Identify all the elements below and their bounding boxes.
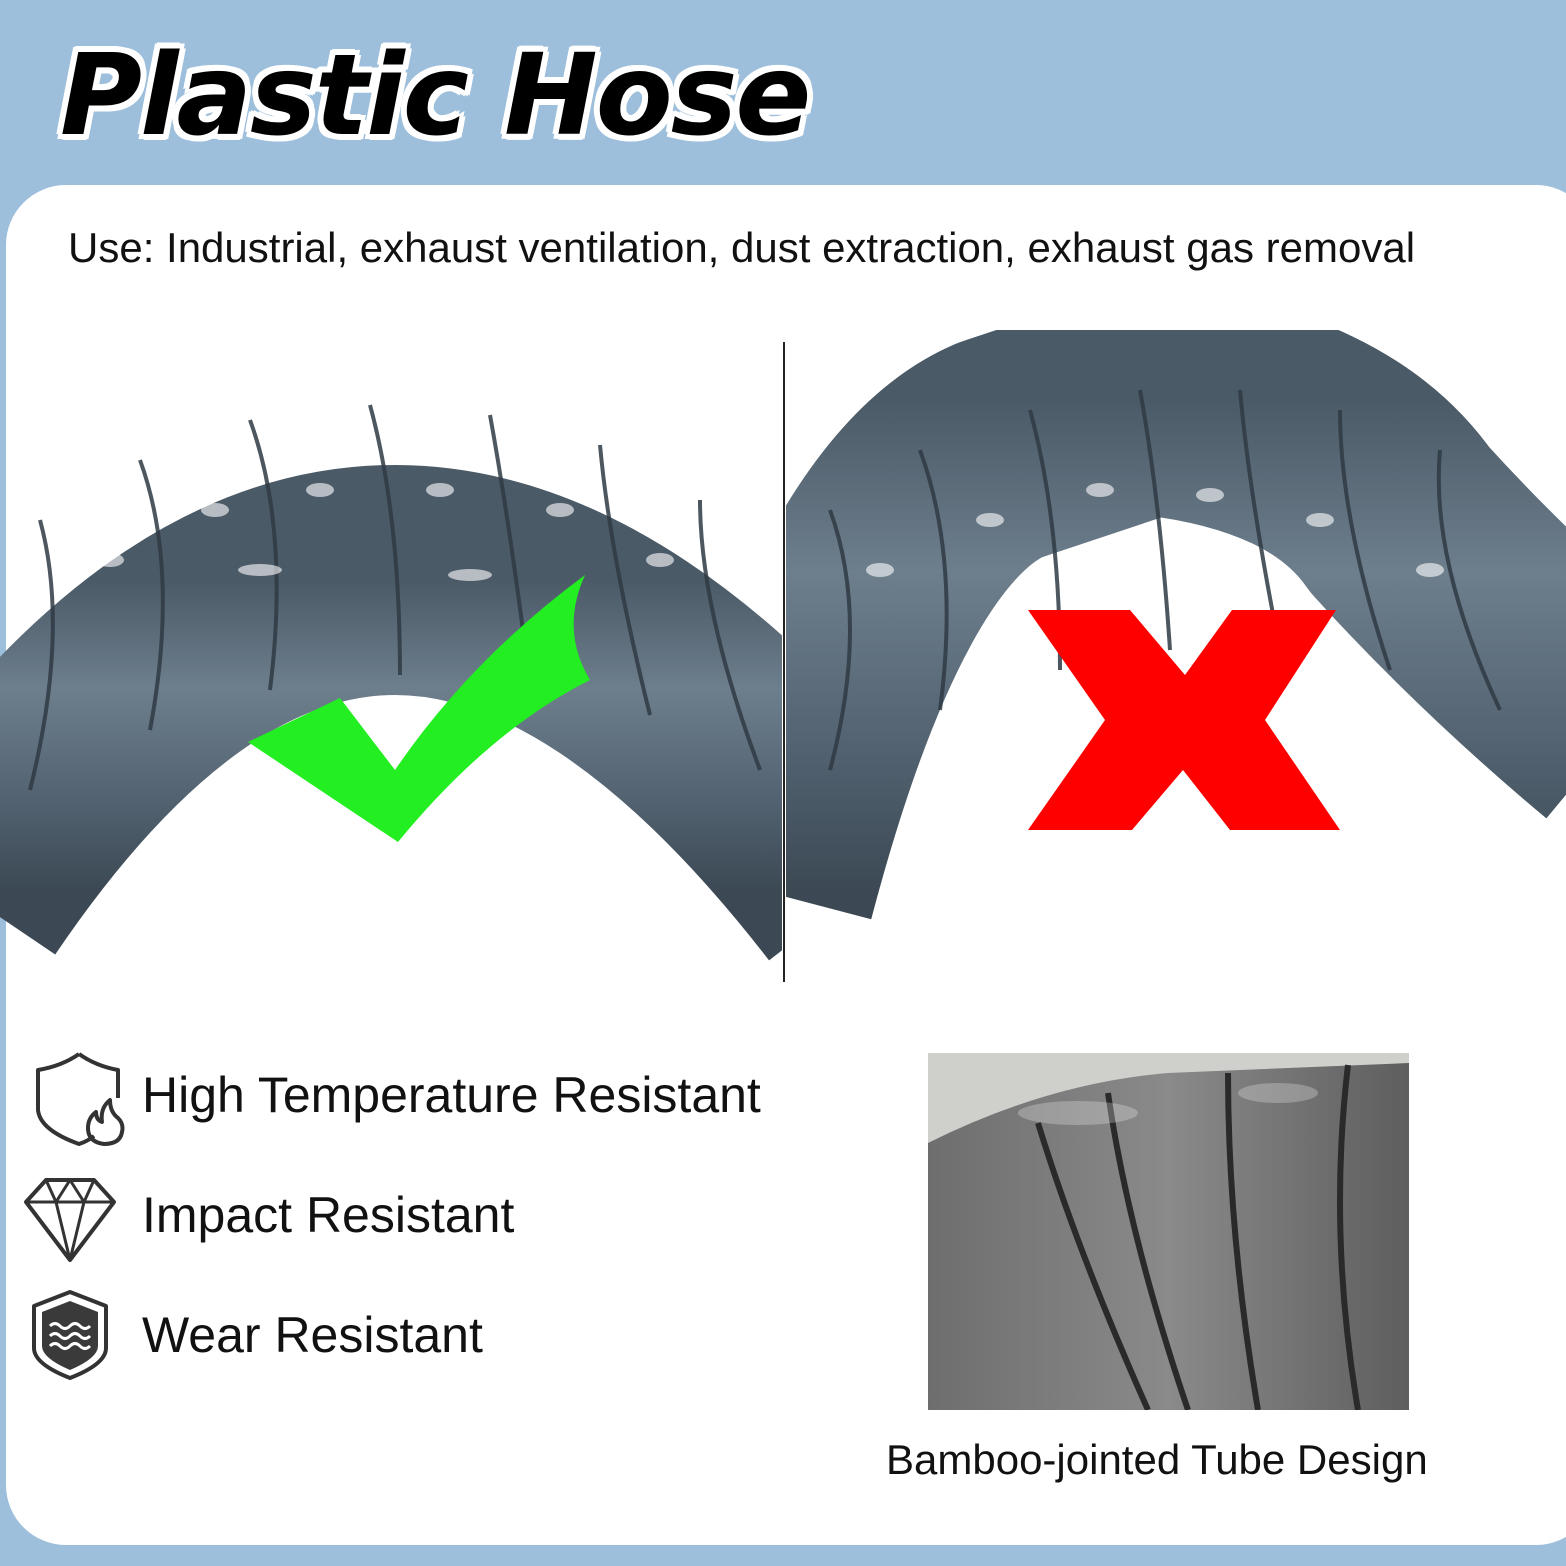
- hose-correct: [0, 404, 782, 961]
- bamboo-hose-closeup: [928, 1053, 1409, 1410]
- detail-photo: [928, 1053, 1409, 1410]
- comparison-panel: [0, 330, 1566, 990]
- x-mark-icon: [1028, 610, 1340, 830]
- feature-item: High Temperature Resistant: [22, 1048, 822, 1148]
- hose-wrong: [786, 330, 1566, 920]
- feature-item: Wear Resistant: [22, 1288, 822, 1388]
- feature-item: Impact Resistant: [22, 1168, 822, 1268]
- feature-label: Wear Resistant: [142, 1307, 483, 1363]
- page-title: Plastic Hose: [60, 31, 811, 161]
- feature-label: Impact Resistant: [142, 1187, 515, 1243]
- check-mark-icon: [248, 575, 590, 842]
- shield-waves-icon: [32, 1290, 108, 1380]
- feature-label: High Temperature Resistant: [142, 1067, 761, 1123]
- comparison-illustration: [0, 330, 1566, 982]
- detail-caption: Bamboo-jointed Tube Design: [886, 1436, 1428, 1483]
- shield-flame-icon: [36, 1052, 125, 1146]
- diamond-icon: [24, 1178, 116, 1262]
- usage-text: Use: Industrial, exhaust ventilation, du…: [68, 224, 1416, 271]
